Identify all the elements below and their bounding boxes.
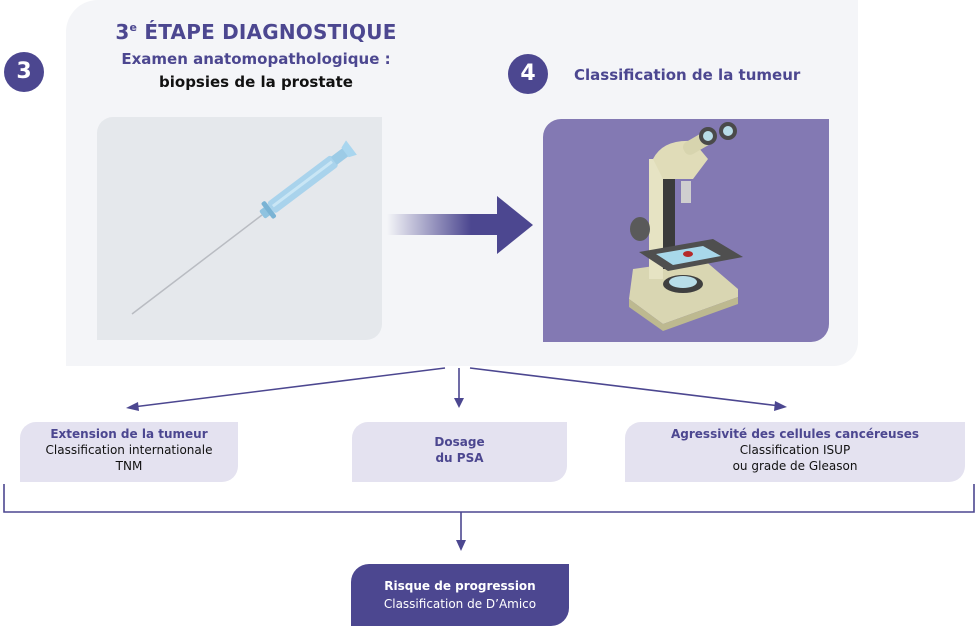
outcome-box-psa: Dosage du PSA <box>352 422 567 482</box>
outcome-line: Classification internationale <box>45 443 213 457</box>
title-text: ÉTAPE DIAGNOSTIQUE <box>137 20 397 44</box>
outcome-box-aggressiveness: Agressivité des cellules cancéreuses Cla… <box>625 422 965 482</box>
final-line: Classification de D’Amico <box>383 597 537 611</box>
title-superscript: e <box>129 21 138 34</box>
biopsy-image-box <box>97 117 382 340</box>
step-4-badge: 4 <box>508 54 548 94</box>
outcome-box-extension: Extension de la tumeur Classification in… <box>20 422 238 482</box>
outcome-line: ou grade de Gleason <box>732 459 858 473</box>
step-3-subtitle: Examen anatomopathologique : <box>121 50 391 68</box>
outcome-heading: Agressivité des cellules cancéreuses <box>671 427 919 441</box>
step-3-badge: 3 <box>4 52 44 92</box>
microscope-image-box <box>543 119 829 342</box>
step-3-subtitle-detail: biopsies de la prostate <box>159 73 353 91</box>
syringe-icon <box>131 140 357 315</box>
arrowheads <box>126 398 787 551</box>
step-title: 3e ÉTAPE DIAGNOSTIQUE <box>66 20 446 44</box>
outcome-heading: du PSA <box>435 451 484 465</box>
final-box-risk: Risque de progression Classification de … <box>351 564 569 626</box>
step-4-title: Classification de la tumeur <box>574 66 801 84</box>
title-number: 3 <box>115 20 130 44</box>
outcome-heading: Dosage <box>434 435 485 449</box>
microscope-icon <box>629 122 743 331</box>
outcome-line: TNM <box>115 459 143 473</box>
branch-arrows <box>3 367 975 542</box>
outcome-line: Classification ISUP <box>739 443 851 457</box>
outcome-heading: Extension de la tumeur <box>50 427 208 441</box>
final-heading: Risque de progression <box>384 579 536 593</box>
big-right-arrow <box>387 196 533 254</box>
